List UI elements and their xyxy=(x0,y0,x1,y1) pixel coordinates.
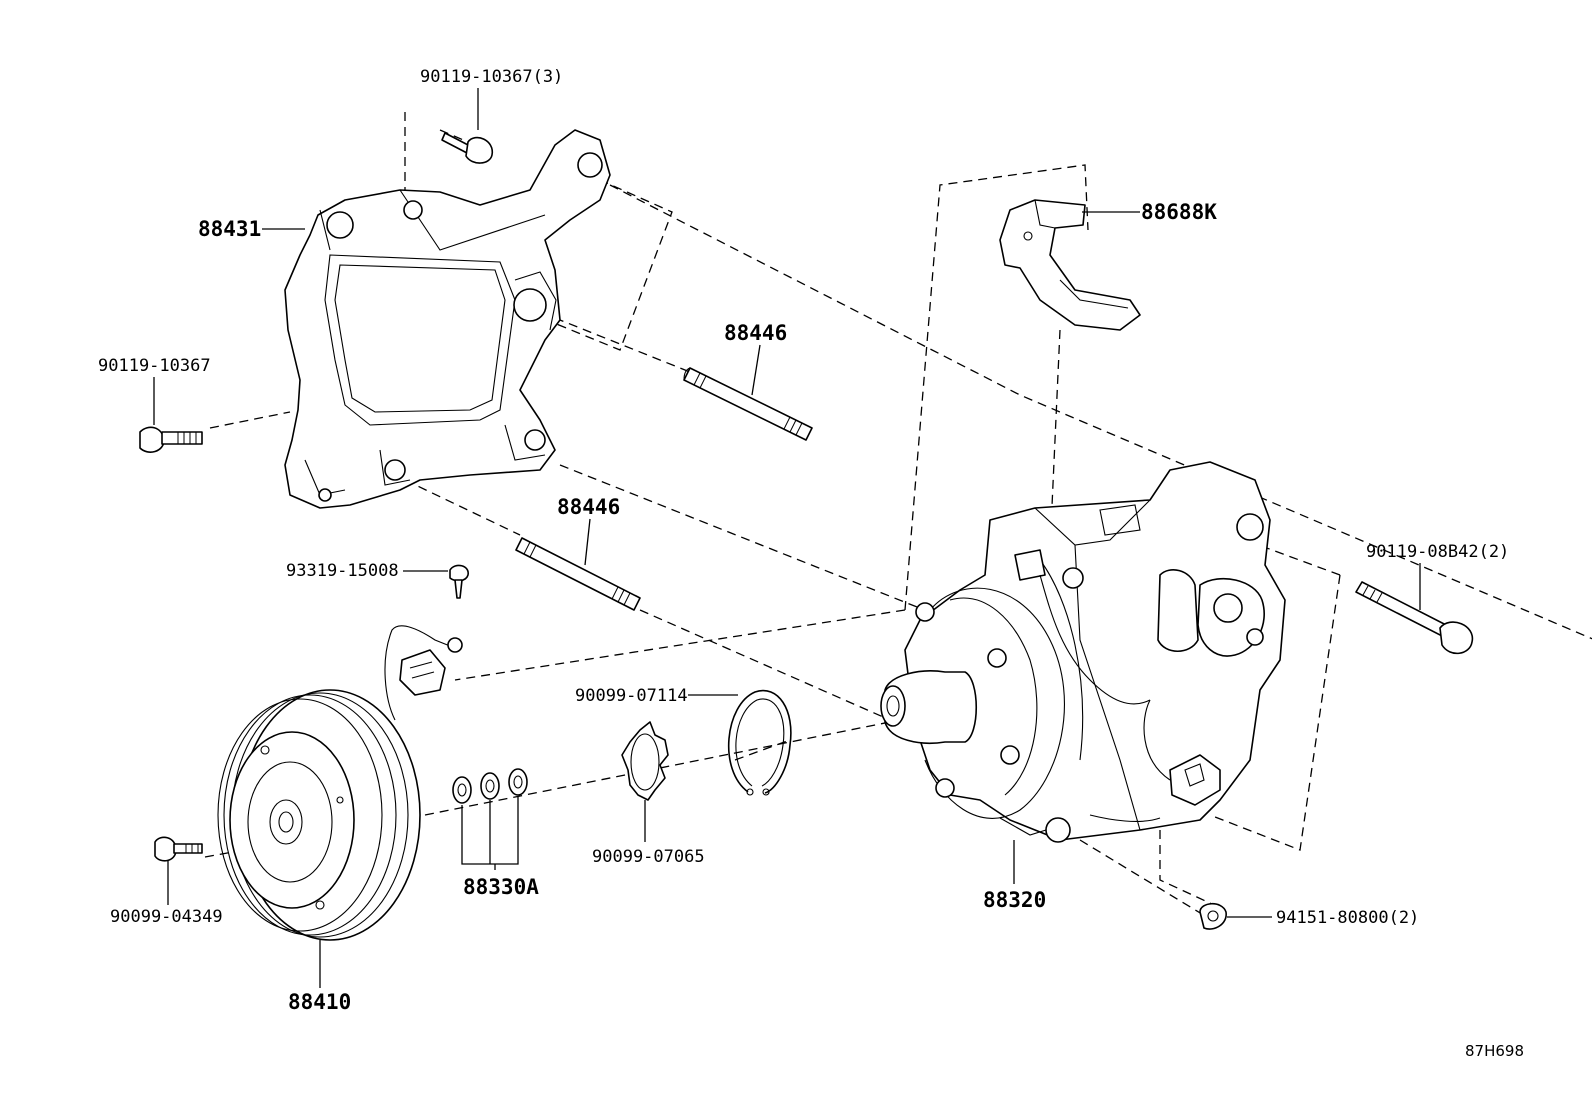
label-small-bracket: 88688K xyxy=(1141,200,1217,224)
nut xyxy=(1199,902,1227,930)
label-shim-washer: 90099-07065 xyxy=(592,847,705,867)
label-nut: 94151-80800(2) xyxy=(1276,908,1419,928)
shims xyxy=(452,768,528,804)
label-snap-ring: 90099-07114 xyxy=(575,686,688,706)
label-stud-lower: 88446 xyxy=(557,495,620,519)
clutch-wire-harness xyxy=(384,625,463,721)
label-shims: 88330A xyxy=(463,875,539,899)
label-stud-upper: 88446 xyxy=(724,321,787,345)
snap-ring xyxy=(727,689,792,796)
label-bracket: 88431 xyxy=(198,217,261,241)
bolt-left xyxy=(139,426,203,453)
pulley-bolt xyxy=(154,836,203,862)
stud-lower xyxy=(515,537,641,611)
bolt-top xyxy=(441,132,493,164)
compressor xyxy=(880,461,1286,843)
callout-labels: 90119-10367(3) 88431 90119-10367 88446 8… xyxy=(98,67,1524,1060)
bolt-right xyxy=(1355,581,1473,655)
stud-upper xyxy=(683,367,813,441)
label-pulley-bolt: 90099-04349 xyxy=(110,907,223,927)
diagram-id-code: 87H698 xyxy=(1465,1042,1524,1060)
label-bolt-top: 90119-10367(3) xyxy=(420,67,563,87)
leader-lines xyxy=(153,88,1421,988)
screw xyxy=(449,564,469,599)
small-bracket xyxy=(999,199,1141,331)
label-bolt-left: 90119-10367 xyxy=(98,356,211,376)
label-bolt-right: 90119-08B42(2) xyxy=(1366,542,1509,562)
shim-washer xyxy=(621,721,669,801)
label-screw: 93319-15008 xyxy=(286,561,399,581)
label-clutch-pulley: 88410 xyxy=(288,990,351,1014)
compressor-bracket xyxy=(284,129,611,509)
label-compressor: 88320 xyxy=(983,888,1046,912)
clutch-pulley xyxy=(217,689,421,941)
